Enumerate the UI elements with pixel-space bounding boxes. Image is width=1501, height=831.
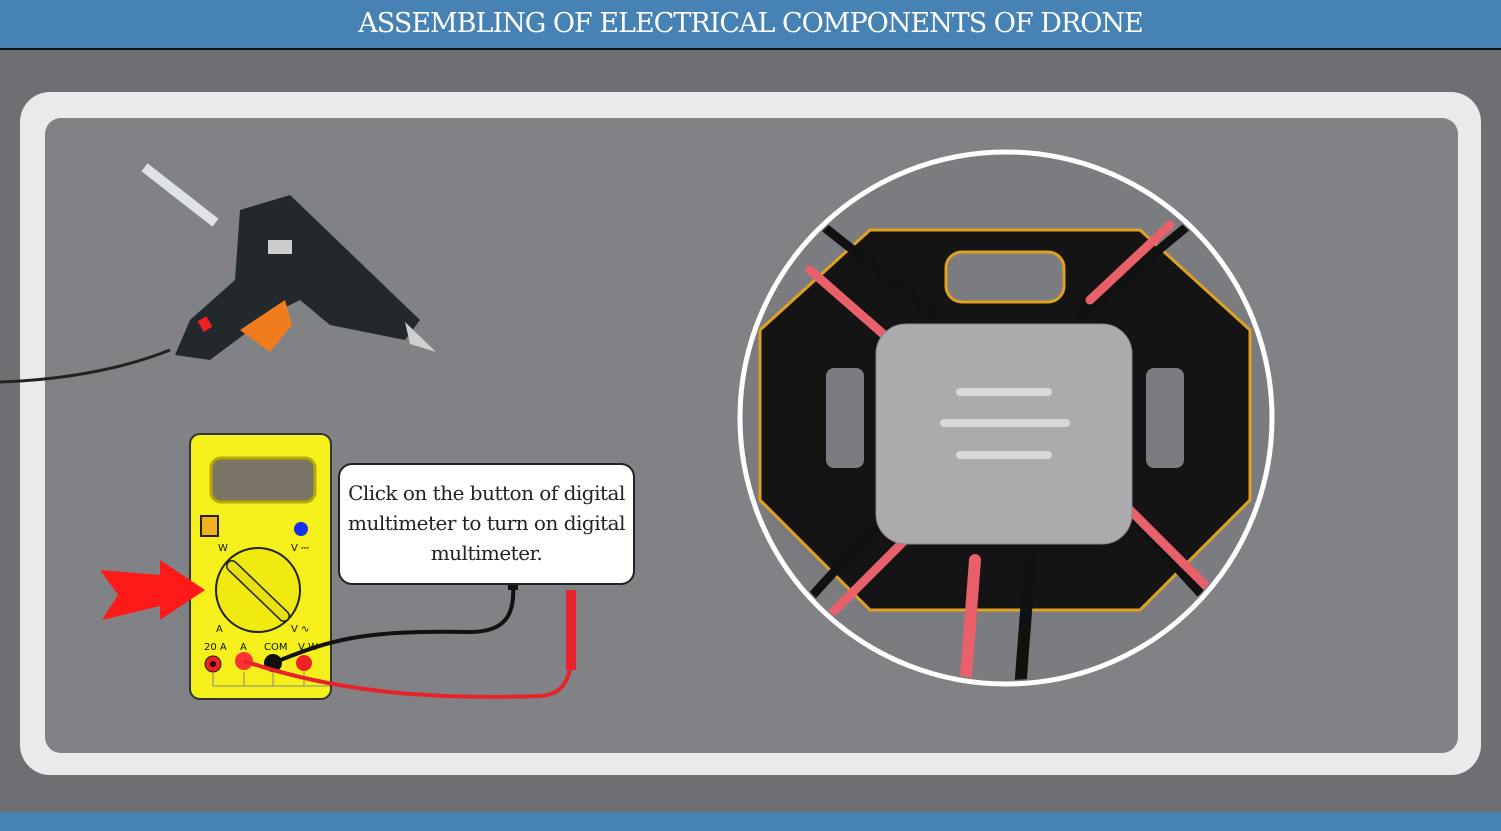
label-w: W bbox=[218, 543, 228, 554]
port-20a-label: 20 A bbox=[204, 642, 227, 653]
power-button bbox=[200, 515, 219, 537]
red-probe[interactable] bbox=[566, 590, 576, 670]
glue-gun[interactable] bbox=[0, 163, 436, 384]
label-v-ac: V ∿ bbox=[291, 624, 309, 635]
drone-frame[interactable] bbox=[737, 149, 1275, 690]
port-a-label: A bbox=[240, 642, 247, 653]
port-com-label: COM bbox=[264, 642, 287, 653]
indicator-light bbox=[294, 522, 308, 536]
digital-multimeter[interactable] bbox=[189, 433, 332, 700]
footer-bar bbox=[0, 812, 1501, 831]
instruction-callout: Click on the button of digital multimete… bbox=[338, 463, 635, 585]
multimeter-display bbox=[209, 456, 317, 504]
label-v-dc: V ⎓ bbox=[291, 543, 309, 554]
port-vw-label: V W bbox=[298, 642, 318, 653]
black-probe-wire bbox=[272, 584, 516, 665]
label-a: A bbox=[216, 624, 223, 635]
pointer-arrow-icon bbox=[100, 560, 205, 620]
page-title: ASSEMBLING OF ELECTRICAL COMPONENTS OF D… bbox=[0, 0, 1501, 50]
